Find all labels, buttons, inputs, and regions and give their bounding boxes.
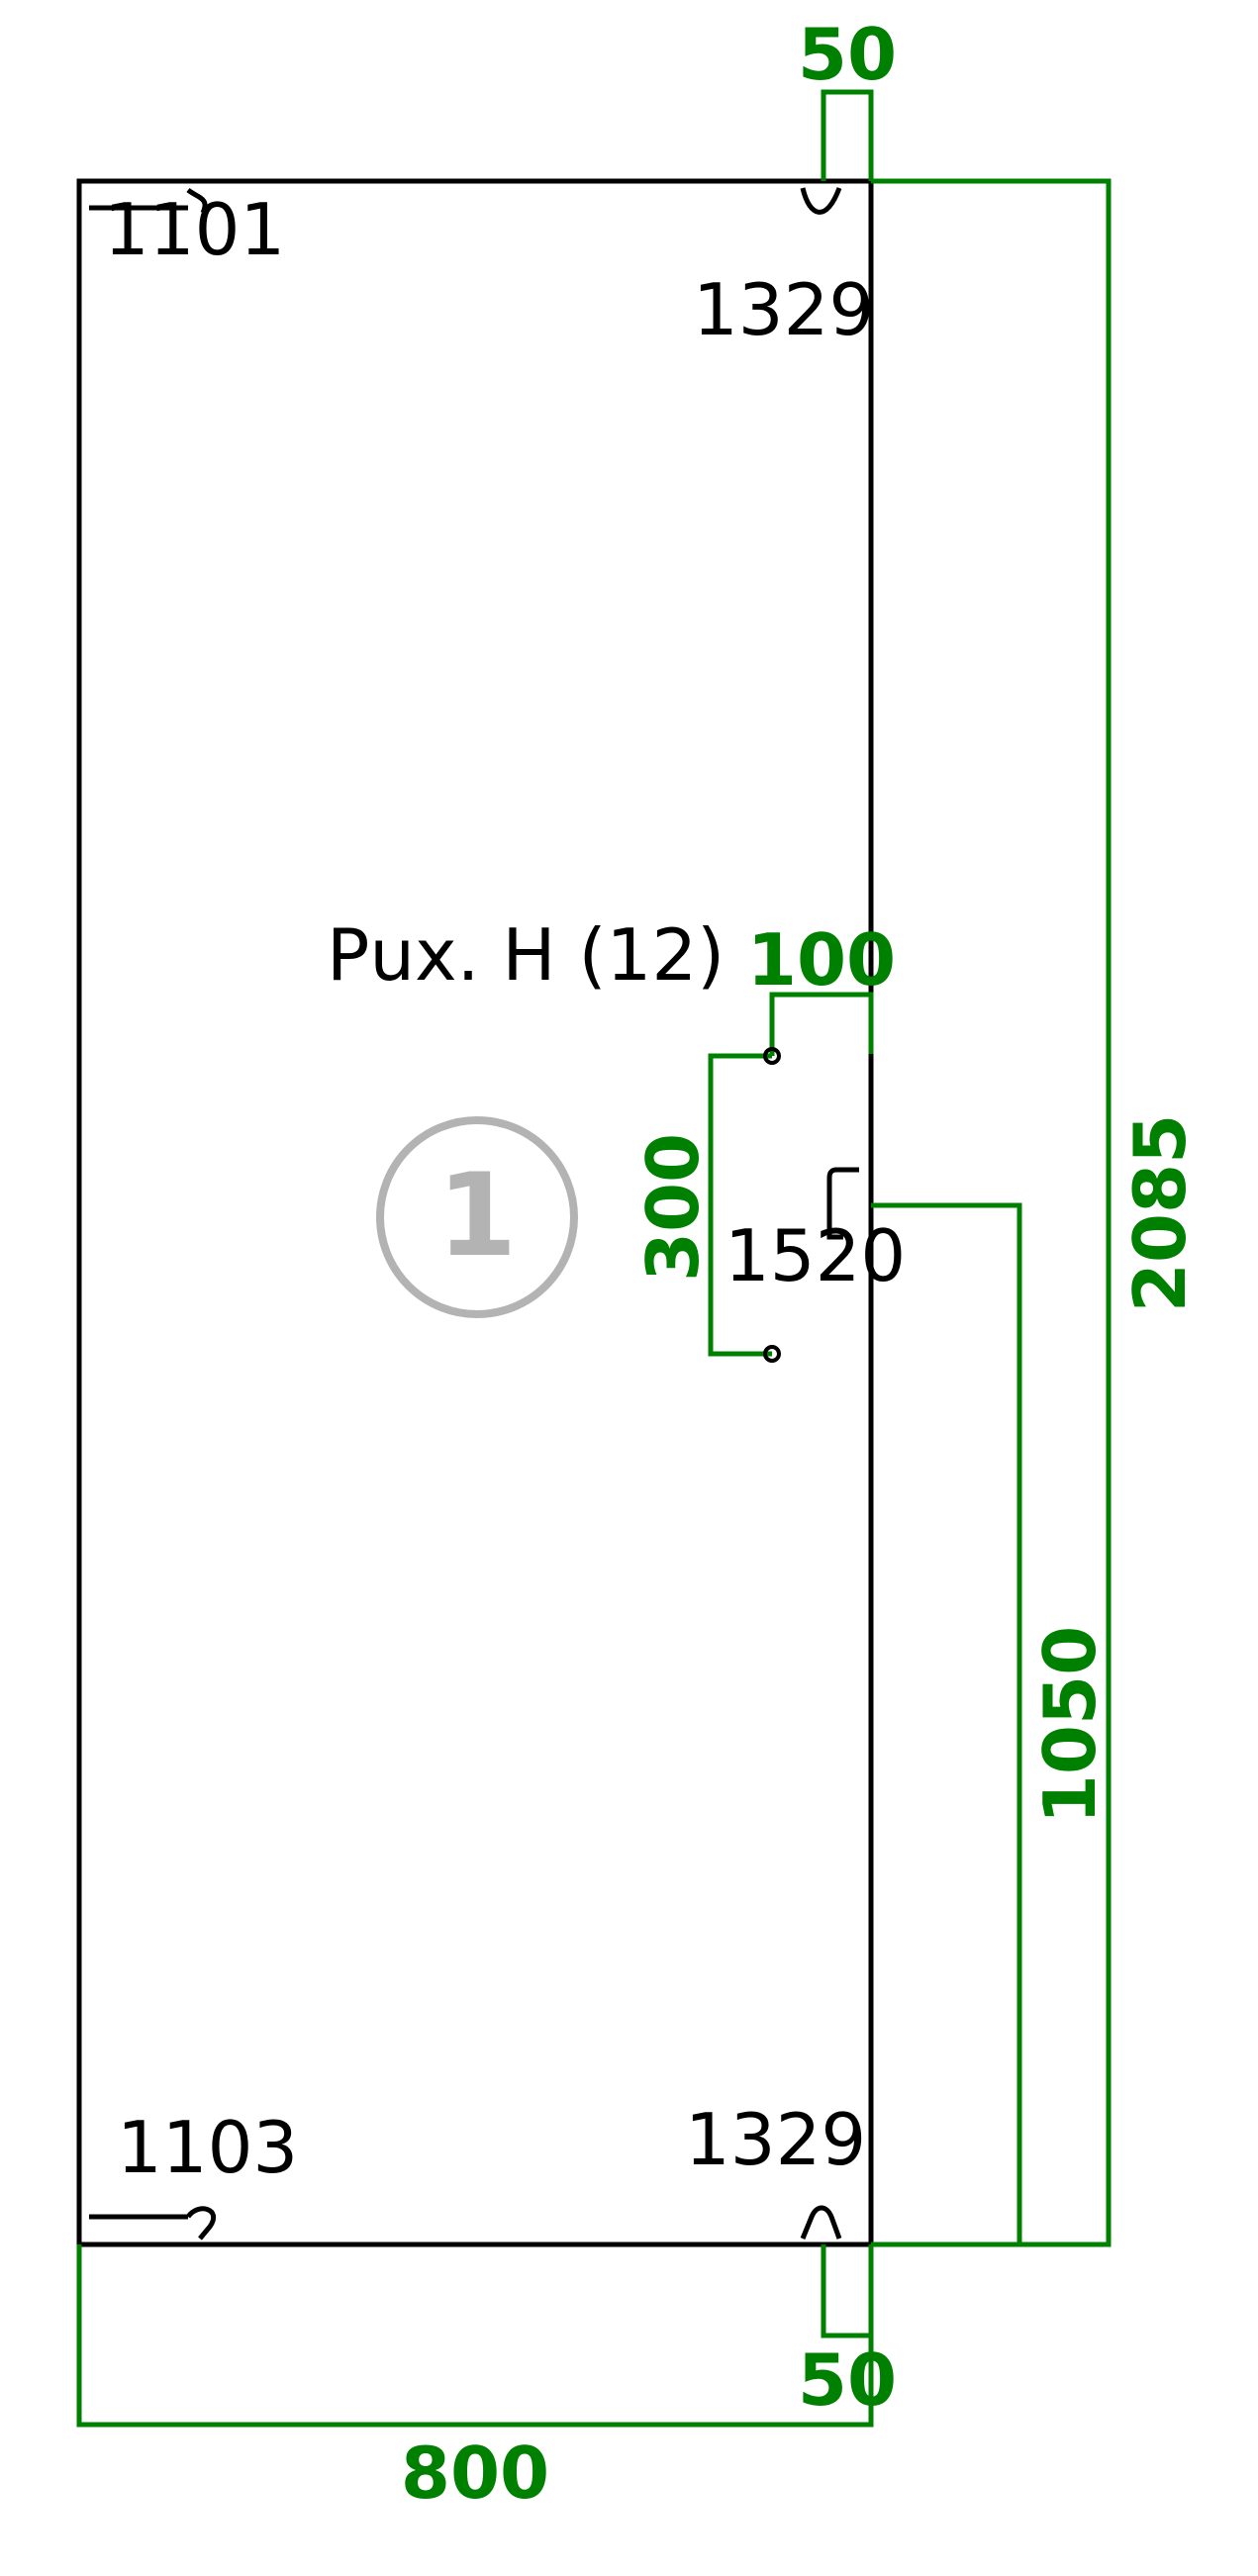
dim-hinge-top-line bbox=[821, 89, 874, 181]
dim-handle-offset-line bbox=[769, 992, 874, 1056]
hinge-mark-bottom bbox=[800, 2205, 842, 2240]
edge-mark-bottom-left bbox=[89, 2206, 217, 2241]
dim-hinge-top: 50 bbox=[798, 13, 897, 96]
panel-number: 1 bbox=[437, 1149, 518, 1283]
dim-height: 2085 bbox=[1118, 1114, 1202, 1312]
edge-mark-top-left bbox=[89, 187, 208, 215]
edge-code-bottom-right: 1329 bbox=[685, 2098, 866, 2181]
panel-number-circle bbox=[376, 1116, 578, 1318]
panel-label: Рuх. Н (12) bbox=[327, 913, 725, 997]
dim-width-line bbox=[76, 2244, 874, 2428]
dim-height-line bbox=[871, 178, 1112, 2247]
dim-handle-height: 1050 bbox=[1028, 1626, 1112, 1824]
handle-hole-bottom bbox=[763, 1345, 781, 1363]
handle-mark bbox=[826, 1167, 859, 1240]
dim-handle-length: 300 bbox=[631, 1133, 715, 1282]
panel-number-badge: 1 bbox=[376, 1116, 578, 1318]
dim-handle-length-line bbox=[708, 1053, 772, 1357]
edge-code-top-right: 1329 bbox=[693, 268, 874, 351]
handle-hole-top bbox=[763, 1047, 781, 1065]
edge-code-bottom-left: 1103 bbox=[117, 2106, 298, 2189]
dimension-lines bbox=[76, 89, 1112, 2428]
dim-width: 800 bbox=[401, 2432, 549, 2515]
handle-code: 1520 bbox=[725, 1214, 906, 1297]
dim-hinge-bottom: 50 bbox=[798, 2338, 897, 2422]
panel-outline bbox=[76, 178, 874, 2247]
dim-handle-height-line bbox=[871, 1202, 1022, 2247]
hinge-mark-top bbox=[800, 187, 842, 215]
dim-handle-offset: 100 bbox=[747, 918, 896, 1002]
dim-hinge-bottom-line bbox=[821, 2244, 874, 2338]
edge-code-top-left: 1101 bbox=[104, 188, 285, 271]
